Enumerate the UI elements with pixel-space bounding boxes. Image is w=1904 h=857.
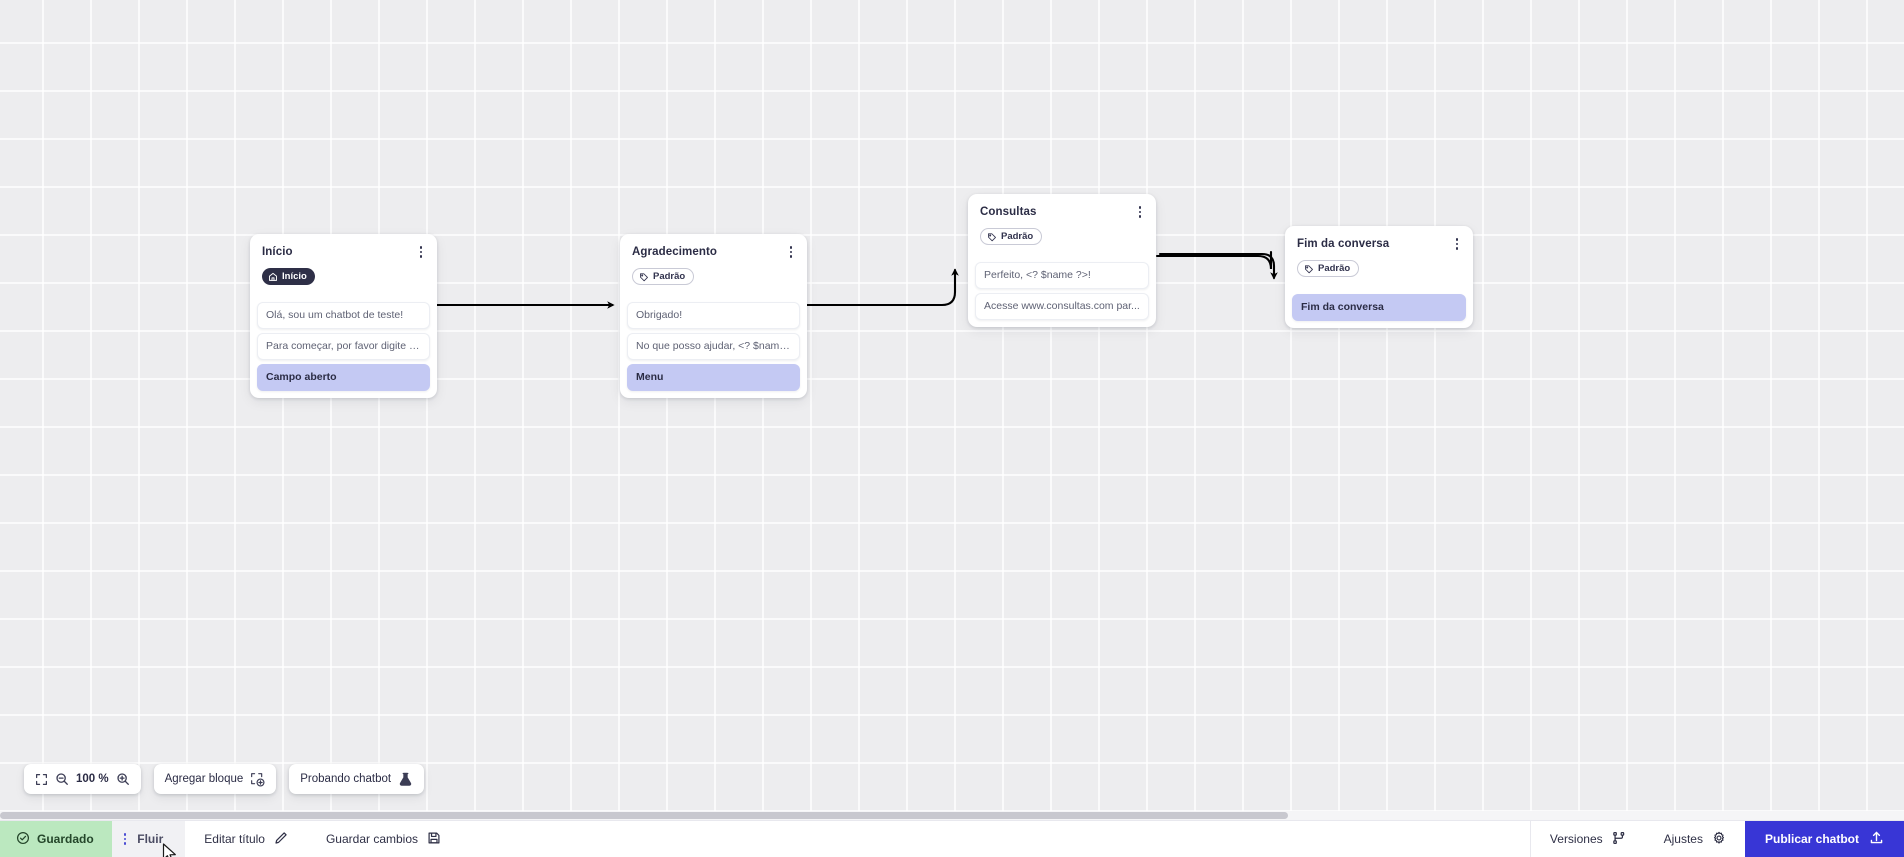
flow-node-agradecimento[interactable]: Agradecimento Padrão Obrigado! No q bbox=[620, 234, 807, 398]
zoom-controls: 100 % bbox=[24, 764, 141, 794]
node-header: Fim da conversa Padrão bbox=[1285, 226, 1473, 288]
more-vertical-icon[interactable] bbox=[414, 244, 428, 260]
settings-button[interactable]: Ajustes bbox=[1645, 821, 1745, 857]
action-row[interactable]: Fim da conversa bbox=[1292, 293, 1466, 321]
add-block-label: Agregar bloque bbox=[164, 773, 244, 785]
save-changes-label: Guardar cambios bbox=[325, 832, 419, 846]
node-badge-start: Início bbox=[262, 268, 315, 285]
scrollbar-thumb[interactable] bbox=[0, 812, 1288, 819]
tag-icon bbox=[639, 272, 649, 282]
git-branch-icon bbox=[1612, 831, 1626, 848]
edit-title-label: Editar título bbox=[204, 832, 265, 846]
node-badge-label: Padrão bbox=[653, 270, 686, 282]
flow-node-fim-da-conversa[interactable]: Fim da conversa Padrão Fim da conversa bbox=[1285, 226, 1473, 328]
node-badge-label: Padrão bbox=[1001, 230, 1034, 242]
settings-label: Ajustes bbox=[1663, 832, 1703, 846]
edge-consultas-fim-arrow bbox=[1158, 252, 1278, 280]
more-vertical-icon[interactable] bbox=[1450, 236, 1464, 252]
upload-icon bbox=[1869, 830, 1884, 848]
node-badge-default: Padrão bbox=[980, 228, 1043, 245]
message-row[interactable]: Olá, sou um chatbot de teste! bbox=[257, 301, 430, 329]
message-row[interactable]: Para começar, por favor digite o ... bbox=[257, 332, 430, 360]
flow-node-consultas[interactable]: Consultas Padrão Perfeito, <? $name ?>! bbox=[968, 194, 1156, 327]
message-row[interactable]: Obrigado! bbox=[627, 301, 800, 329]
edit-title-button[interactable]: Editar título bbox=[185, 821, 307, 857]
saved-label: Guardado bbox=[37, 832, 94, 846]
more-vertical-icon[interactable] bbox=[123, 833, 127, 845]
flask-icon bbox=[398, 772, 413, 787]
status-bar: Guardado Fluir Editar título Guardar cam… bbox=[0, 820, 1904, 857]
publish-label: Publicar chatbot bbox=[1764, 832, 1859, 846]
connector-layer bbox=[437, 250, 1278, 309]
check-circle-icon bbox=[16, 831, 30, 848]
message-row[interactable]: Acesse www.consultas.com par... bbox=[975, 292, 1149, 320]
node-header: Consultas Padrão bbox=[968, 194, 1156, 256]
node-title: Agradecimento bbox=[632, 246, 718, 258]
message-row[interactable]: Perfeito, <? $name ?>! bbox=[975, 261, 1149, 289]
edge-agradecimento-consultas bbox=[801, 268, 959, 307]
canvas-horizontal-scrollbar[interactable] bbox=[0, 811, 1904, 820]
gear-icon bbox=[1712, 831, 1726, 848]
node-badge-label: Início bbox=[282, 270, 307, 282]
zoom-in-icon[interactable] bbox=[116, 772, 130, 786]
node-badge-default: Padrão bbox=[1297, 260, 1360, 277]
node-title: Fim da conversa bbox=[1297, 238, 1390, 250]
tag-icon bbox=[987, 232, 997, 242]
versions-label: Versiones bbox=[1549, 832, 1603, 846]
node-badge-label: Padrão bbox=[1318, 262, 1351, 274]
add-block-button[interactable]: Agregar bloque bbox=[153, 764, 277, 794]
test-chatbot-button[interactable]: Probando chatbot bbox=[289, 764, 425, 794]
action-row[interactable]: Menu bbox=[627, 363, 800, 391]
zoom-out-icon[interactable] bbox=[55, 772, 69, 786]
node-messages: Obrigado! No que posso ajudar, <? $name … bbox=[620, 301, 807, 391]
fit-screen-icon[interactable] bbox=[35, 773, 48, 786]
flow-node-inicio[interactable]: Início Início Olá, sou um chatbot de tes… bbox=[250, 234, 437, 398]
tab-fluir[interactable]: Fluir bbox=[111, 821, 186, 857]
more-vertical-icon[interactable] bbox=[784, 244, 798, 260]
edge-consultas-fim bbox=[1155, 250, 1273, 270]
node-title: Consultas bbox=[980, 206, 1037, 218]
message-row[interactable]: No que posso ajudar, <? $name ... bbox=[627, 332, 800, 360]
action-row[interactable]: Campo aberto bbox=[257, 363, 430, 391]
statusbar-spacer bbox=[460, 821, 1530, 857]
versions-button[interactable]: Versiones bbox=[1531, 821, 1645, 857]
node-badge-default: Padrão bbox=[632, 268, 695, 285]
statusbar-right-group: Versiones Ajustes bbox=[1529, 821, 1904, 857]
node-title: Início bbox=[262, 246, 293, 258]
canvas-toolbar: 100 % Agregar bloque bbox=[24, 764, 425, 794]
flow-canvas[interactable]: Início Início Olá, sou um chatbot de tes… bbox=[0, 0, 1904, 820]
pencil-icon bbox=[274, 831, 288, 848]
saved-status-badge: Guardado bbox=[0, 821, 112, 857]
save-changes-button[interactable]: Guardar cambios bbox=[307, 821, 460, 857]
node-header: Agradecimento Padrão bbox=[620, 234, 807, 296]
tag-icon bbox=[1304, 264, 1314, 274]
home-icon bbox=[268, 272, 278, 282]
publish-chatbot-button[interactable]: Publicar chatbot bbox=[1744, 821, 1904, 857]
save-disk-icon bbox=[427, 831, 441, 848]
node-messages: Perfeito, <? $name ?>! Acesse www.consul… bbox=[968, 261, 1156, 320]
node-messages: Fim da conversa bbox=[1285, 293, 1473, 321]
zoom-level: 100 % bbox=[76, 773, 109, 785]
node-header: Início Início bbox=[250, 234, 437, 296]
add-block-icon bbox=[250, 772, 265, 787]
tab-fluir-label: Fluir bbox=[137, 832, 164, 846]
node-messages: Olá, sou um chatbot de teste! Para começ… bbox=[250, 301, 437, 391]
more-vertical-icon[interactable] bbox=[1133, 204, 1147, 220]
test-chatbot-label: Probando chatbot bbox=[300, 773, 392, 785]
